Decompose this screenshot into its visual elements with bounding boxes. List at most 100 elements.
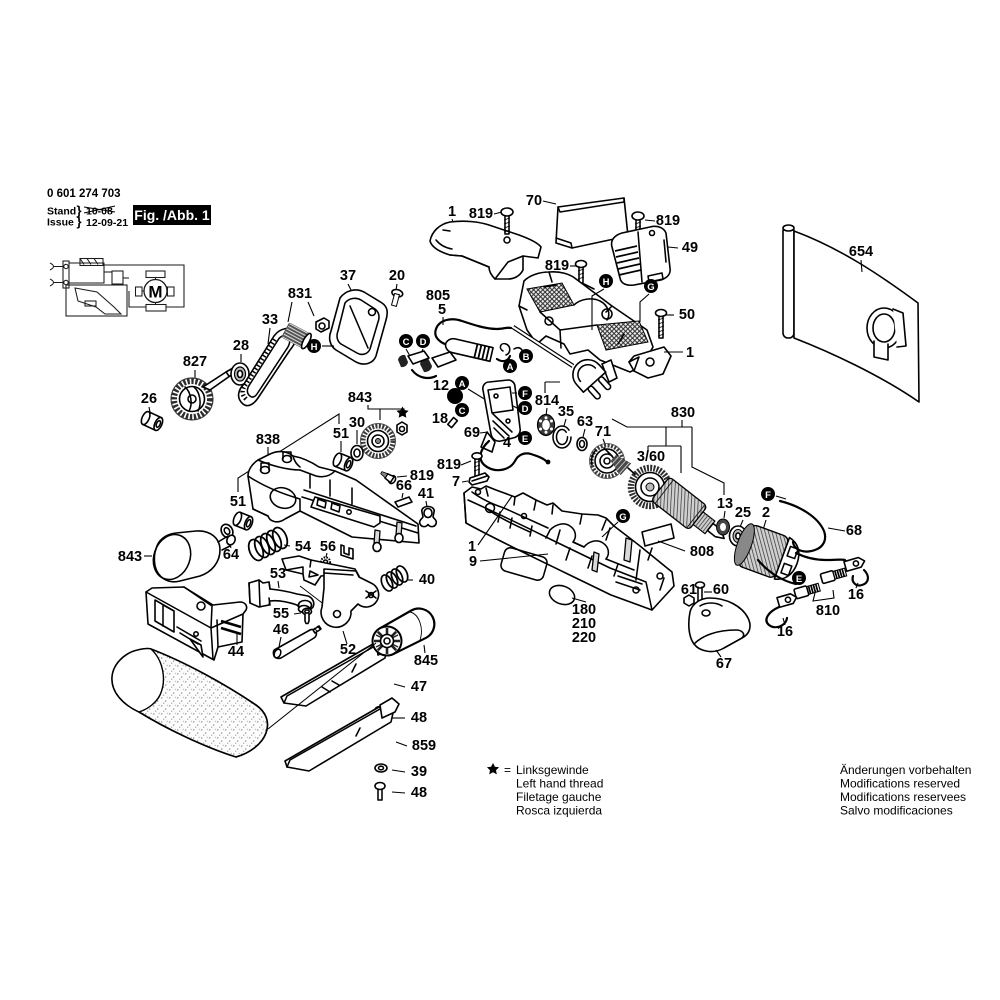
svg-text:Left hand thread: Left hand thread — [516, 777, 603, 791]
svg-text:4: 4 — [503, 435, 511, 451]
svg-text:838: 838 — [256, 432, 280, 448]
svg-text:Fig. /Abb. 1: Fig. /Abb. 1 — [134, 207, 210, 223]
svg-text:16: 16 — [848, 587, 864, 603]
svg-text:Issue: Issue — [47, 217, 74, 229]
svg-text:9: 9 — [469, 554, 477, 570]
svg-text:41: 41 — [418, 486, 434, 502]
svg-text:39: 39 — [411, 764, 427, 780]
svg-text:M: M — [148, 283, 162, 302]
svg-text:68: 68 — [846, 523, 862, 539]
svg-text:7: 7 — [452, 474, 460, 490]
svg-text:G: G — [647, 282, 654, 293]
svg-text:}: } — [77, 203, 82, 218]
svg-text:1: 1 — [448, 204, 456, 220]
svg-text:=: = — [504, 763, 511, 777]
svg-text:50: 50 — [679, 307, 695, 323]
svg-text:D: D — [522, 404, 529, 415]
svg-text:61: 61 — [681, 582, 697, 598]
svg-text:Filetage gauche: Filetage gauche — [516, 790, 602, 804]
svg-text:56: 56 — [320, 539, 336, 555]
svg-text:654: 654 — [849, 244, 873, 260]
svg-text:47: 47 — [411, 679, 427, 695]
svg-text:2: 2 — [762, 505, 770, 521]
svg-text:55: 55 — [273, 606, 289, 622]
svg-text:Änderungen vorbehalten: Änderungen vorbehalten — [840, 763, 971, 777]
svg-text:830: 830 — [671, 405, 695, 421]
svg-text:35: 35 — [558, 404, 574, 420]
svg-text:D: D — [420, 337, 427, 348]
svg-text:60: 60 — [713, 582, 729, 598]
svg-text:H: H — [603, 277, 610, 288]
svg-text:33: 33 — [262, 312, 278, 328]
svg-text:51: 51 — [230, 494, 246, 510]
svg-text:805: 805 — [426, 288, 450, 304]
svg-text:180: 180 — [572, 602, 596, 618]
svg-text:}: } — [77, 214, 82, 229]
svg-text:819: 819 — [410, 468, 434, 484]
svg-text:18: 18 — [432, 411, 448, 427]
svg-text:Rosca izquierda: Rosca izquierda — [516, 804, 602, 818]
svg-text:F: F — [765, 490, 771, 501]
svg-text:13: 13 — [717, 496, 733, 512]
svg-text:819: 819 — [545, 258, 569, 274]
svg-text:827: 827 — [183, 354, 207, 370]
svg-text:210: 210 — [572, 616, 596, 632]
svg-text:48: 48 — [411, 710, 427, 726]
svg-text:843: 843 — [118, 549, 142, 565]
svg-text:46: 46 — [273, 622, 289, 638]
svg-text:819: 819 — [656, 213, 680, 229]
svg-text:20: 20 — [389, 268, 405, 284]
svg-text:1: 1 — [686, 345, 694, 361]
svg-text:Linksgewinde: Linksgewinde — [516, 763, 589, 777]
svg-text:44: 44 — [228, 644, 244, 660]
svg-text:71: 71 — [595, 424, 611, 440]
svg-text:25: 25 — [735, 505, 751, 521]
svg-text:A: A — [459, 379, 466, 390]
svg-text:H: H — [311, 342, 318, 353]
svg-text:B: B — [523, 352, 530, 363]
svg-text:845: 845 — [414, 653, 438, 669]
svg-text:69: 69 — [464, 425, 480, 441]
svg-text:63: 63 — [577, 414, 593, 430]
svg-text:831: 831 — [288, 286, 312, 302]
svg-text:51: 51 — [333, 426, 349, 442]
svg-text:12: 12 — [433, 378, 449, 394]
svg-text:F: F — [522, 389, 528, 400]
svg-text:5: 5 — [438, 302, 446, 318]
svg-text:70: 70 — [526, 193, 542, 209]
svg-text:53: 53 — [270, 566, 286, 582]
svg-text:12-09-21: 12-09-21 — [86, 217, 128, 229]
svg-text:Modifications reserved: Modifications reserved — [840, 777, 960, 791]
svg-text:819: 819 — [469, 206, 493, 222]
svg-text:819: 819 — [437, 457, 461, 473]
svg-text:52: 52 — [340, 642, 356, 658]
svg-text:3/60: 3/60 — [637, 449, 665, 465]
svg-text:40: 40 — [419, 572, 435, 588]
svg-text:49: 49 — [682, 240, 698, 256]
svg-text:Modifications reservees: Modifications reservees — [840, 790, 966, 804]
svg-text:810: 810 — [816, 603, 840, 619]
svg-text:E: E — [522, 434, 528, 445]
svg-text:66: 66 — [396, 478, 412, 494]
svg-text:Stand: Stand — [47, 206, 76, 218]
svg-text:220: 220 — [572, 630, 596, 646]
svg-text:814: 814 — [535, 393, 559, 409]
svg-text:G: G — [619, 512, 626, 523]
svg-text:48: 48 — [411, 785, 427, 801]
svg-text:808: 808 — [690, 544, 714, 560]
svg-text:54: 54 — [295, 539, 311, 555]
svg-text:C: C — [459, 406, 466, 417]
svg-text:26: 26 — [141, 391, 157, 407]
svg-text:1: 1 — [468, 539, 476, 555]
svg-text:16: 16 — [777, 624, 793, 640]
svg-text:37: 37 — [340, 268, 356, 284]
svg-text:30: 30 — [349, 415, 365, 431]
svg-text:64: 64 — [223, 547, 239, 563]
svg-text:E: E — [796, 574, 802, 585]
svg-text:859: 859 — [412, 738, 436, 754]
svg-text:Salvo modificaciones: Salvo modificaciones — [840, 804, 953, 818]
svg-text:A: A — [507, 362, 514, 373]
svg-text:28: 28 — [233, 338, 249, 354]
svg-text:0 601 274 703: 0 601 274 703 — [47, 188, 121, 200]
svg-text:843: 843 — [348, 390, 372, 406]
